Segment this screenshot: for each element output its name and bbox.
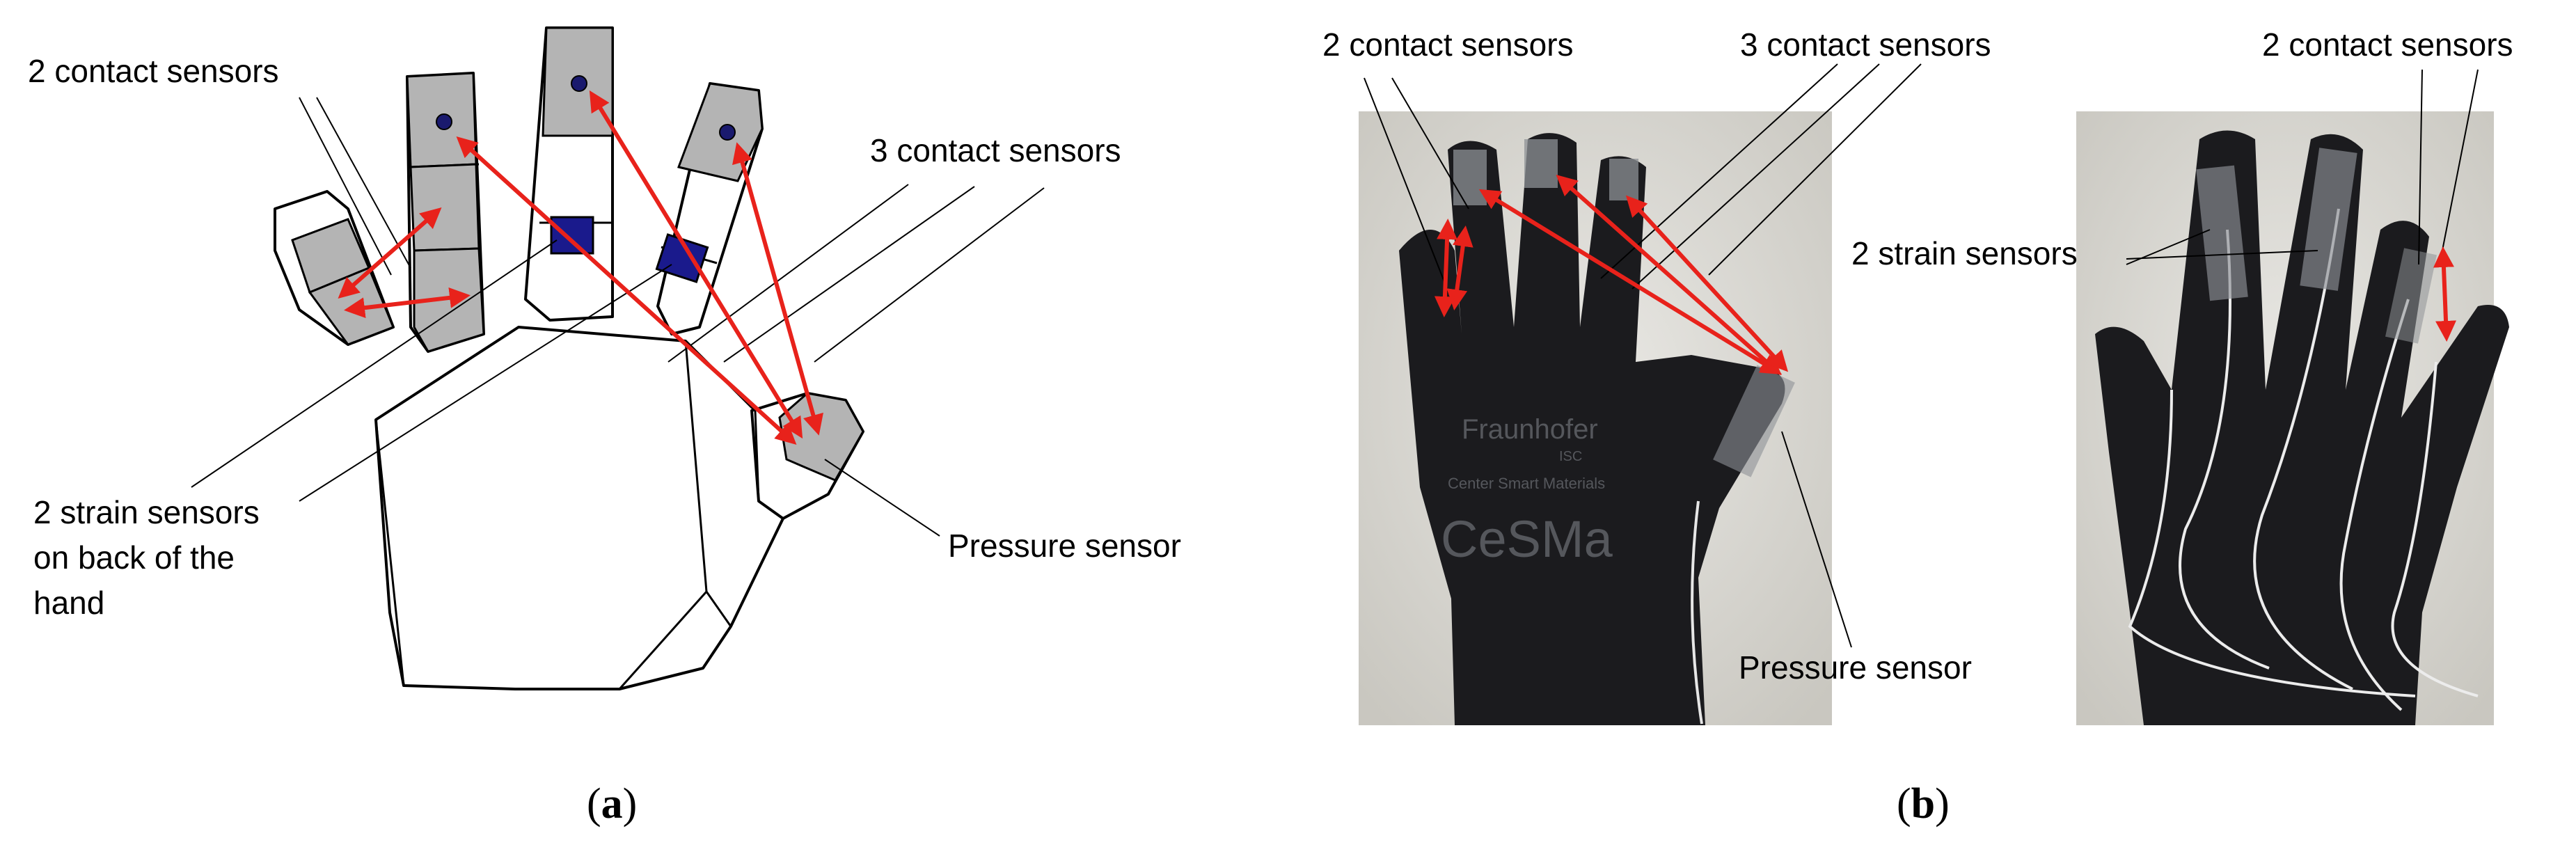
glove-back-sensor-3	[2385, 248, 2437, 344]
glove-sensor-strip-thumb	[1713, 365, 1795, 477]
glove-institute-text: ISC	[1559, 449, 1582, 464]
glove-back-sensor-2	[2300, 148, 2357, 291]
glove-logo-text: CeSMa	[1441, 510, 1613, 568]
ring-mid-pad	[409, 163, 480, 252]
label-a-2-contact-sensors: 2 contact sensors	[28, 53, 279, 89]
label-a-strain-line3: hand	[33, 585, 104, 621]
palm	[374, 326, 784, 690]
arrows-a	[338, 90, 823, 445]
label-a-strain-line2: on back of the	[33, 539, 235, 576]
caption-a-letter: a	[601, 780, 623, 828]
label-b-2-strain-sensors: 2 strain sensors	[1851, 235, 2078, 271]
caption-a: (a)	[587, 780, 637, 828]
arrows-b	[1434, 175, 2457, 375]
glove-sensor-strip-2	[1524, 139, 1558, 188]
glove-back-wires	[2128, 208, 2479, 711]
caption-b: (b)	[1897, 780, 1950, 828]
photo-glove-back	[2076, 111, 2509, 725]
glove-center-text: Center Smart Materials	[1448, 475, 1605, 492]
label-b-pressure-sensor: Pressure sensor	[1739, 649, 1972, 686]
glove-wire	[1691, 500, 1703, 725]
caption-b-letter: b	[1911, 780, 1935, 828]
label-b-2-contact-sensors-left: 2 contact sensors	[1322, 26, 1574, 63]
panel-a-schematic: 2 contact sensors 3 contact sensors 2 st…	[28, 26, 1181, 690]
glove-sensor-strip-3	[1609, 159, 1638, 200]
label-a-pressure-sensor: Pressure sensor	[948, 528, 1181, 564]
label-a-strain-line1: 2 strain sensors	[33, 494, 260, 530]
glove-back-sensor-1	[2196, 165, 2248, 301]
glove-sensor-strip-1	[1453, 150, 1487, 205]
glove-brand-text: Fraunhofer	[1462, 414, 1598, 445]
panel-b-photos: Fraunhofer ISC Center Smart Materials Ce…	[1322, 26, 2513, 726]
strain-sensor-1	[550, 216, 594, 255]
photo-glove-palm: Fraunhofer ISC Center Smart Materials Ce…	[1359, 111, 1832, 726]
label-b-3-contact-sensors: 3 contact sensors	[1740, 26, 1991, 63]
label-b-2-contact-sensors-right: 2 contact sensors	[2262, 26, 2513, 63]
label-a-3-contact-sensors: 3 contact sensors	[870, 132, 1121, 168]
